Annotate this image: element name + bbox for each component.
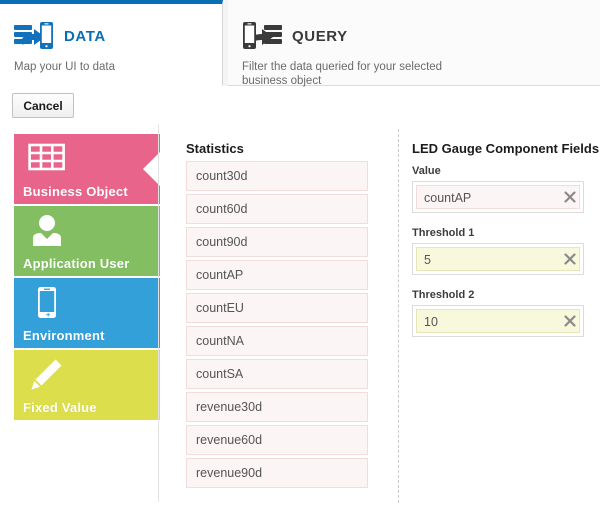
threshold-2-field[interactable]: 10 [412, 305, 584, 337]
component-fields-list: Value countAP Threshold 1 [412, 165, 584, 351]
tab-data-subtitle: Map your UI to data [14, 61, 115, 73]
rail-item-fixed-value[interactable]: Fixed Value [14, 350, 160, 420]
tab-data[interactable]: DATA Map your UI to data [0, 0, 223, 86]
pencil-icon [28, 358, 66, 390]
value-field[interactable]: countAP [412, 181, 584, 213]
selected-notch-icon [143, 151, 160, 187]
clear-x-icon[interactable] [563, 190, 577, 204]
tab-data-title: DATA [64, 27, 106, 45]
field-value: 10 [416, 309, 580, 333]
table-grid-icon [28, 142, 66, 172]
list-item[interactable]: count90d [186, 227, 368, 257]
list-item[interactable]: revenue60d [186, 425, 368, 455]
cancel-button[interactable]: Cancel [12, 93, 74, 118]
list-item[interactable]: countSA [186, 359, 368, 389]
list-item[interactable]: revenue90d [186, 458, 368, 488]
list-item[interactable]: countNA [186, 326, 368, 356]
tab-strip: DATA Map your UI to data [0, 0, 600, 87]
field-group-threshold-2: Threshold 2 10 [412, 289, 584, 337]
field-label: Threshold 1 [412, 227, 475, 239]
tab-query-header: QUERY [242, 16, 586, 56]
source-type-rail: Business Object Application User [14, 134, 160, 422]
mapping-content-panel: Statistics count30d count60d count90d co… [158, 124, 600, 503]
clear-x-icon[interactable] [563, 314, 577, 328]
rail-item-label: Application User [23, 256, 130, 271]
component-fields-title: LED Gauge Component Fields [412, 141, 600, 156]
data-mapping-icon [14, 21, 54, 51]
field-value: countAP [416, 185, 580, 209]
clear-x-icon[interactable] [563, 252, 577, 266]
query-filter-icon [242, 21, 282, 51]
rail-item-label: Environment [23, 328, 105, 343]
statistics-list: count30d count60d count90d countAP count… [186, 161, 368, 491]
tab-query-title: QUERY [292, 27, 348, 45]
column-divider [398, 129, 399, 503]
rail-item-environment[interactable]: Environment [14, 278, 160, 348]
tab-query[interactable]: QUERY Filter the data queried for your s… [228, 0, 600, 87]
field-value: 5 [416, 247, 580, 271]
rail-item-business-object[interactable]: Business Object [14, 134, 160, 204]
threshold-1-field[interactable]: 5 [412, 243, 584, 275]
field-label: Value [412, 165, 441, 177]
rail-item-label: Business Object [23, 184, 128, 199]
tab-query-subtitle: Filter the data queried for your selecte… [242, 61, 443, 87]
statistics-title: Statistics [186, 141, 244, 156]
list-item[interactable]: countAP [186, 260, 368, 290]
user-icon [28, 214, 66, 246]
phone-icon [28, 286, 66, 318]
field-group-threshold-1: Threshold 1 5 [412, 227, 584, 275]
rail-item-application-user[interactable]: Application User [14, 206, 160, 276]
tab-data-header: DATA [14, 16, 208, 56]
list-item[interactable]: revenue30d [186, 392, 368, 422]
list-item[interactable]: countEU [186, 293, 368, 323]
field-group-value: Value countAP [412, 165, 584, 213]
list-item[interactable]: count30d [186, 161, 368, 191]
list-item[interactable]: count60d [186, 194, 368, 224]
field-label: Threshold 2 [412, 289, 475, 301]
rail-item-label: Fixed Value [23, 400, 97, 415]
